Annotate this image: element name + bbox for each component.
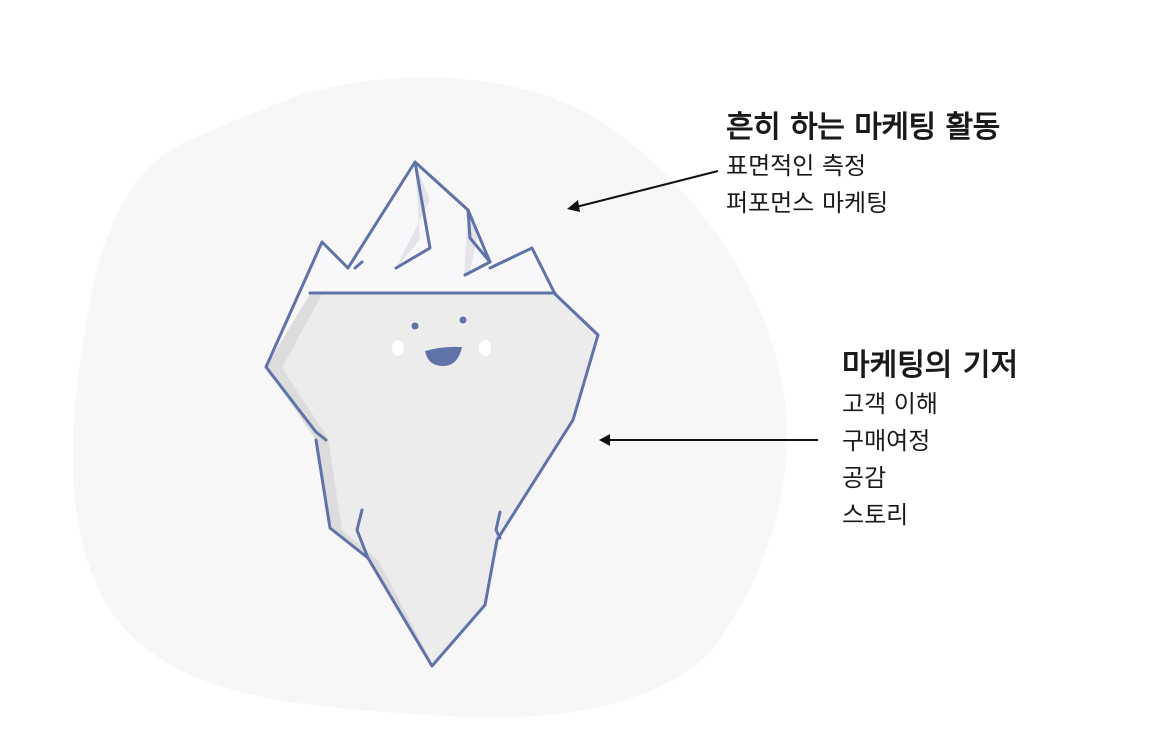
right-eye xyxy=(459,316,467,324)
foundation-item: 공감 xyxy=(842,464,887,492)
iceberg-tip-fill xyxy=(310,162,555,294)
surface-activity-item: 퍼포먼스 마케팅 xyxy=(726,189,889,217)
surface-activities-label: 흔히 하는 마케팅 활동 표면적인 측정 퍼포먼스 마케팅 xyxy=(726,108,1000,222)
marketing-foundation-title: 마케팅의 기저 xyxy=(842,348,1019,383)
iceberg-tip-shadow xyxy=(396,162,430,268)
arrowhead-top xyxy=(567,200,580,212)
left-eye xyxy=(411,322,419,330)
foundation-item: 고객 이해 xyxy=(842,390,938,418)
surface-activities-title: 흔히 하는 마케팅 활동 xyxy=(726,110,1000,145)
iceberg-outline xyxy=(264,160,600,668)
smile-mouth xyxy=(425,346,462,366)
arrow-top xyxy=(567,170,719,212)
right-cheek xyxy=(479,340,491,356)
arrow-bottom xyxy=(599,434,818,446)
left-cheek xyxy=(392,340,404,356)
foundation-item: 구매여정 xyxy=(842,427,931,455)
marketing-foundation-label: 마케팅의 기저 고객 이해 구매여정 공감 스토리 xyxy=(842,346,1018,534)
iceberg-body-fill xyxy=(266,294,598,666)
surface-activity-item: 표면적인 측정 xyxy=(726,152,867,180)
arrowhead-bottom xyxy=(599,434,610,446)
foundation-item: 스토리 xyxy=(842,501,909,529)
iceberg-face xyxy=(392,316,491,366)
